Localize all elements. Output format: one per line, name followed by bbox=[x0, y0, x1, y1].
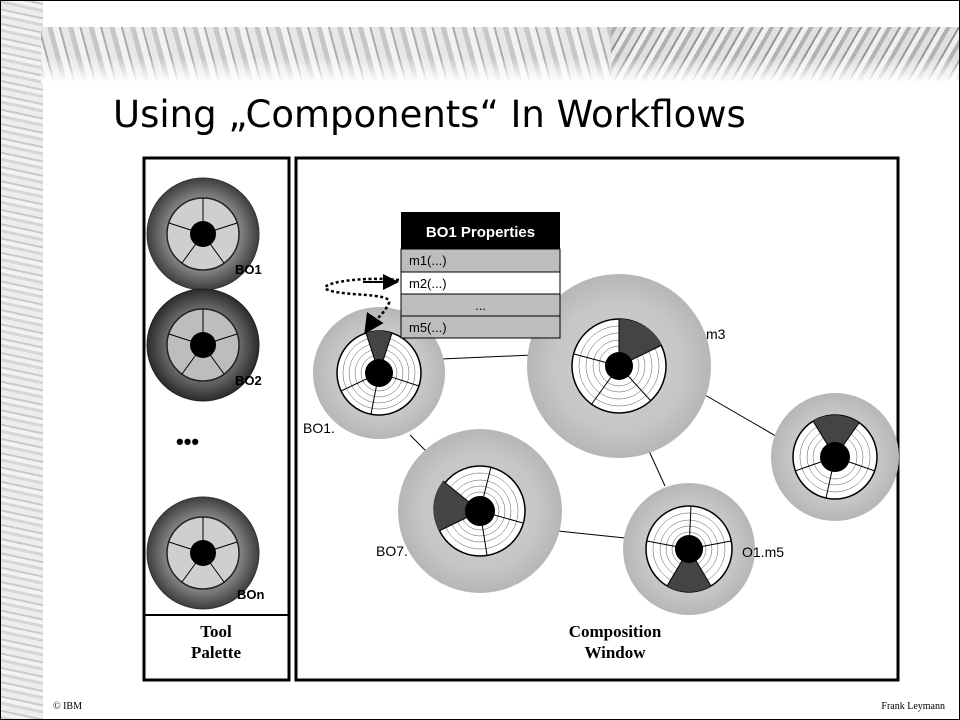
footer-copyright: © IBM bbox=[53, 701, 82, 712]
properties-item-m5[interactable] bbox=[400, 315, 561, 339]
properties-item-label-m2: m2(...) bbox=[409, 276, 447, 291]
properties-item-label-ellipsis: ... bbox=[475, 298, 486, 313]
palette-item-bo2[interactable] bbox=[146, 288, 260, 402]
composition-label-line1: Composition bbox=[569, 622, 662, 641]
properties-item-label-m5: m5(...) bbox=[409, 320, 447, 335]
node-label-m3: m3 bbox=[706, 326, 726, 342]
node-bo1[interactable] bbox=[313, 307, 445, 439]
palette-label-line2: Palette bbox=[191, 643, 241, 662]
palette-item-bon[interactable] bbox=[146, 496, 260, 610]
node-right[interactable] bbox=[771, 393, 899, 521]
node-label-m5: O1.m5 bbox=[742, 544, 784, 560]
slide-title: Using „Components“ In Workflows bbox=[113, 93, 746, 136]
composition-label-line2: Window bbox=[584, 643, 646, 662]
properties-item-label-m1: m1(...) bbox=[409, 253, 447, 268]
palette-ellipsis: ••• bbox=[176, 429, 199, 454]
banner-fade bbox=[41, 57, 959, 83]
palette-item-label-bo2: BO2 bbox=[235, 373, 262, 388]
properties-header: BO1 Properties bbox=[426, 224, 535, 241]
node-label-bo7: BO7. bbox=[376, 543, 408, 559]
node-m3[interactable] bbox=[527, 274, 711, 458]
texture-strip-left bbox=[1, 1, 43, 719]
palette-item-bo1[interactable] bbox=[146, 177, 260, 291]
node-m5[interactable] bbox=[623, 483, 755, 615]
dotted-arrow-drag bbox=[324, 277, 400, 335]
footer-author: Frank Leymann bbox=[881, 701, 945, 712]
properties-popup: BO1 Properties m1(...) m2(...) ... m5(..… bbox=[400, 212, 561, 339]
node-bo7[interactable] bbox=[398, 429, 562, 593]
palette-item-label-bo1: BO1 bbox=[235, 262, 262, 277]
palette-label-line1: Tool bbox=[200, 622, 232, 641]
palette-item-label-bon: BOn bbox=[237, 587, 265, 602]
node-connections bbox=[409, 354, 782, 539]
node-label-bo1: BO1. bbox=[303, 420, 335, 436]
